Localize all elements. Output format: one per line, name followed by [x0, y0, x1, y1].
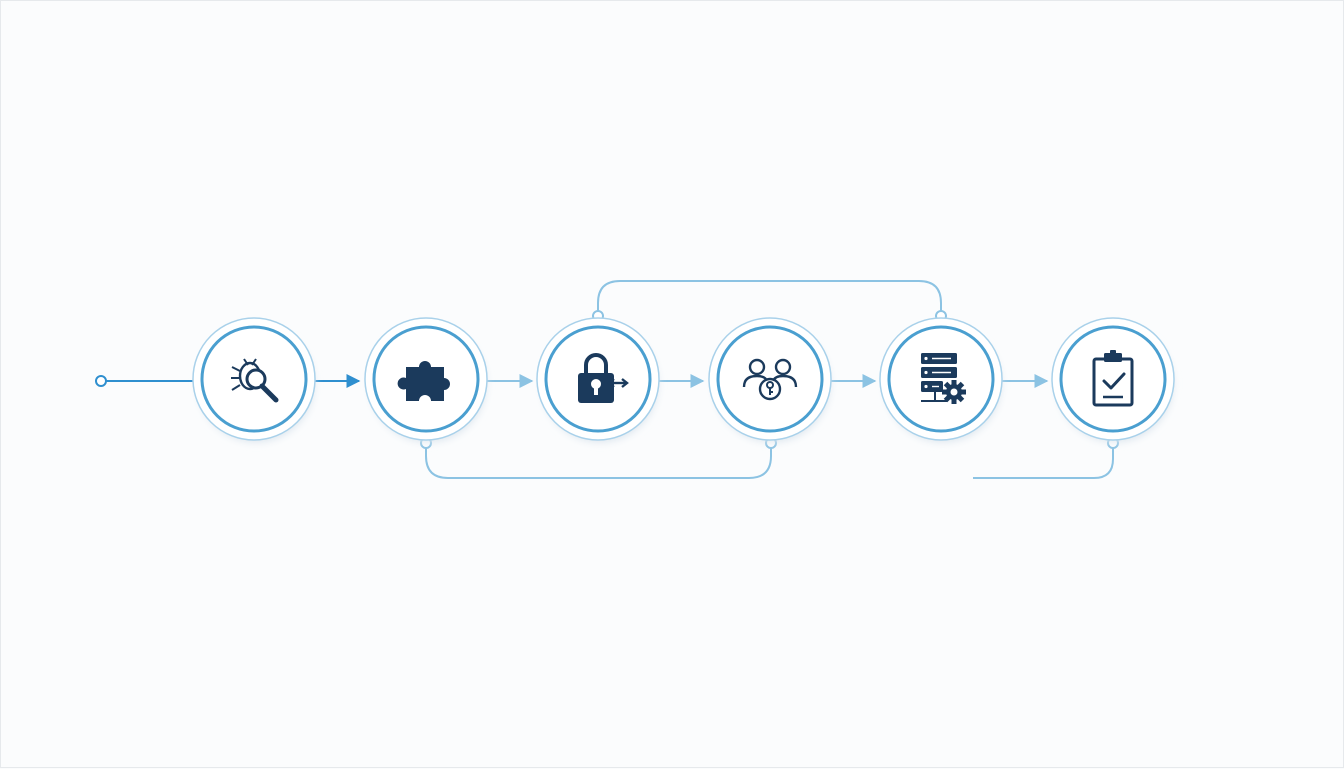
step-node-3 — [536, 317, 660, 442]
step-node-2 — [364, 317, 488, 442]
server-gear-icon — [921, 353, 966, 404]
exit-connector — [973, 437, 1119, 479]
bug-search-icon — [231, 358, 279, 403]
clipboard-check-icon — [1092, 350, 1134, 407]
padlock-arrow-icon — [578, 353, 629, 403]
step-node-5 — [879, 317, 1003, 442]
step-node-6 — [1051, 317, 1175, 442]
start-connector — [95, 375, 199, 387]
loop-connector-top — [592, 280, 947, 322]
loop-connector-bottom — [420, 437, 777, 479]
step-node-1 — [192, 317, 316, 442]
puzzle-piece-icon — [397, 361, 450, 401]
users-key-icon — [742, 358, 798, 401]
step-node-4 — [708, 317, 832, 442]
